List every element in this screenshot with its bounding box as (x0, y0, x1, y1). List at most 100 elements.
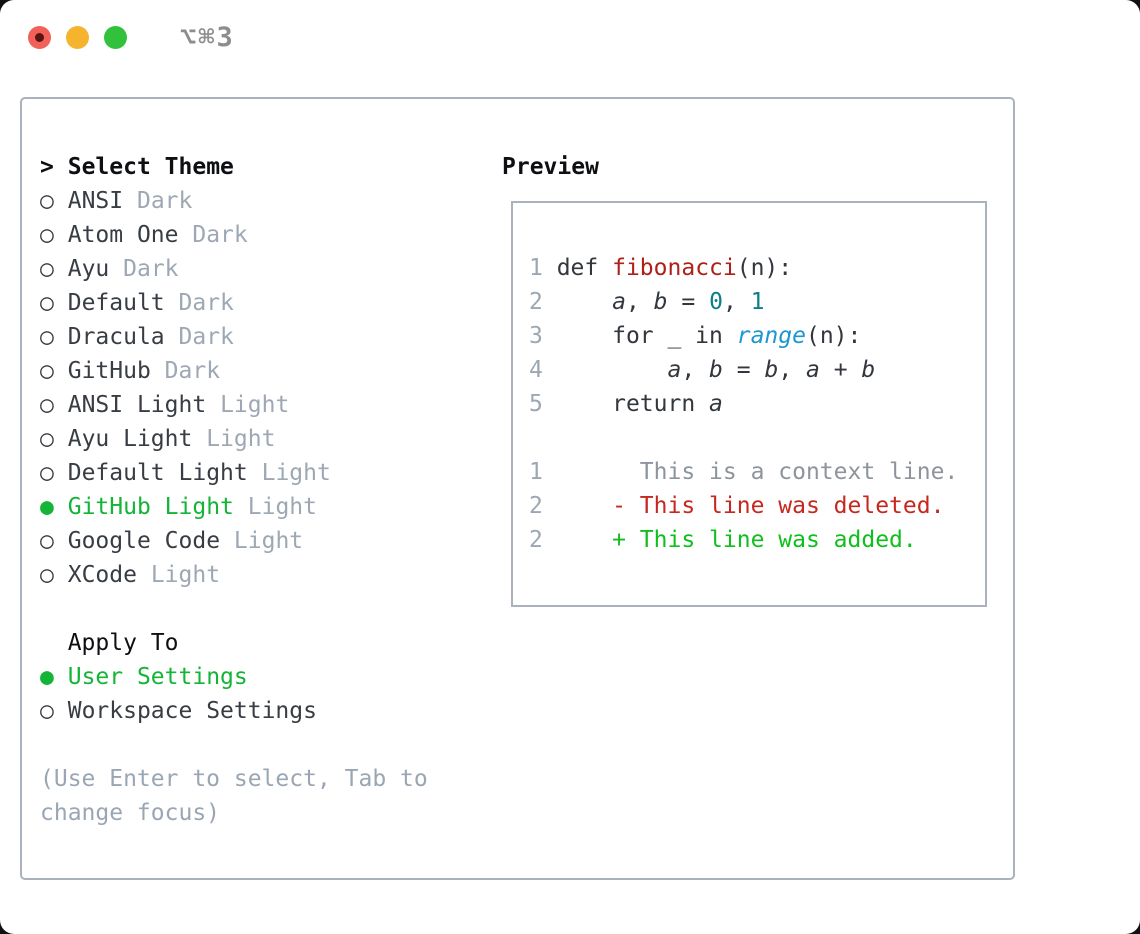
theme-option[interactable]: ○ GitHub Dark (40, 354, 485, 388)
theme-option[interactable]: ○ ANSI Light Light (40, 388, 485, 422)
radio-unselected-icon: ○ (40, 324, 54, 350)
code-token-variable: a (612, 289, 626, 315)
help-text: (Use Enter to select, Tab to change focu… (40, 766, 428, 826)
radio-unselected-icon: ○ (40, 528, 54, 554)
radio-unselected-icon: ○ (40, 358, 54, 384)
theme-name: Ayu Light (67, 426, 193, 452)
select-theme-title: Select Theme (67, 154, 234, 180)
select-theme-header: > Select Theme (40, 150, 485, 184)
radio-unselected-icon: ○ (40, 290, 54, 316)
prompt-cursor-icon: > (40, 154, 54, 180)
code-token-context: This is a context line. (542, 459, 959, 485)
line-number: 3 (529, 323, 543, 349)
code-token-code: (n): (736, 255, 793, 281)
theme-variant: Light (220, 392, 290, 418)
theme-option[interactable]: ○ Default Dark (40, 286, 485, 320)
code-token-code (543, 289, 612, 315)
code-token-code: , (722, 289, 751, 315)
theme-name: Atom One (67, 222, 179, 248)
theme-option[interactable]: ○ Dracula Dark (40, 320, 485, 354)
code-token-variable: a (806, 357, 820, 383)
apply-to-list: ● User Settings○ Workspace Settings (40, 660, 485, 728)
code-line: 1 This is a context line. (529, 455, 985, 489)
theme-name: Ayu (67, 256, 110, 282)
theme-variant: Dark (178, 324, 234, 350)
theme-name: XCode (67, 562, 137, 588)
code-token-code: , (681, 357, 710, 383)
window-zoom-button[interactable] (104, 26, 127, 49)
theme-list: ○ ANSI Dark○ Atom One Dark○ Ayu Dark○ De… (40, 184, 485, 592)
preview-header: Preview (502, 150, 987, 184)
theme-option[interactable]: ○ ANSI Dark (40, 184, 485, 218)
preview-title: Preview (502, 154, 599, 180)
theme-option[interactable]: ○ Ayu Dark (40, 252, 485, 286)
theme-variant: Light (206, 426, 276, 452)
code-token-literal: 0 (709, 289, 723, 315)
code-token-literal: 1 (750, 289, 765, 315)
spacer (40, 728, 485, 762)
apply-to-option[interactable]: ● User Settings (40, 660, 485, 694)
radio-unselected-icon: ○ (40, 188, 54, 214)
line-number: 1 (529, 255, 543, 281)
line-number: 2 (529, 527, 543, 553)
window-close-button[interactable] (28, 26, 51, 49)
line-number: 2 (529, 493, 543, 519)
code-line: 2 - This line was deleted. (529, 489, 985, 523)
code-token-variable: b (861, 357, 876, 383)
window-minimize-button[interactable] (66, 26, 89, 49)
line-number: 4 (529, 357, 543, 383)
code-token-variable: b (709, 357, 723, 383)
code-token-variable: b (764, 357, 779, 383)
theme-variant: Light (261, 460, 331, 486)
code-line: 2 a, b = 0, 1 (529, 285, 985, 319)
radio-selected-icon: ● (40, 494, 54, 520)
code-token-code: def (542, 255, 613, 281)
code-token-added: + This line was added. (542, 527, 917, 553)
theme-option[interactable]: ○ XCode Light (40, 558, 485, 592)
code-token-code: = (667, 289, 710, 315)
window-title: ⌥⌘3 (180, 22, 235, 53)
window-titlebar: ⌥⌘3 (0, 0, 1140, 97)
apply-to-option-label: User Settings (67, 664, 248, 690)
theme-picker-panel: > Select Theme ○ ANSI Dark○ Atom One Dar… (20, 97, 1015, 880)
theme-name: GitHub (67, 358, 151, 384)
radio-unselected-icon: ○ (40, 698, 54, 724)
spacer (40, 592, 485, 626)
radio-unselected-icon: ○ (40, 256, 54, 282)
code-token-variable: b (653, 289, 668, 315)
apply-to-option[interactable]: ○ Workspace Settings (40, 694, 485, 728)
recording-dot-icon (35, 33, 44, 42)
apply-to-header: Apply To (40, 626, 485, 660)
theme-option[interactable]: ○ Atom One Dark (40, 218, 485, 252)
code-line: 2 + This line was added. (529, 523, 985, 557)
code-line: 3 for _ in range(n): (529, 319, 985, 353)
theme-name: Google Code (67, 528, 221, 554)
code-line: 4 a, b = b, a + b (529, 353, 985, 387)
code-token-function: fibonacci (612, 255, 737, 281)
theme-name: ANSI (67, 188, 124, 214)
radio-unselected-icon: ○ (40, 562, 54, 588)
theme-variant: Dark (192, 222, 248, 248)
code-token-code: , (778, 357, 807, 383)
theme-option[interactable]: ○ Google Code Light (40, 524, 485, 558)
theme-name: GitHub Light (67, 494, 234, 520)
code-token-builtin: range (736, 323, 806, 349)
theme-option[interactable]: ● GitHub Light Light (40, 490, 485, 524)
theme-option[interactable]: ○ Ayu Light Light (40, 422, 485, 456)
line-number: 1 (529, 459, 543, 485)
apply-to-title: Apply To (67, 630, 179, 656)
theme-variant: Dark (164, 358, 221, 384)
theme-option[interactable]: ○ Default Light Light (40, 456, 485, 490)
code-token-code: + (819, 357, 862, 383)
code-token-deleted: - This line was deleted. (542, 493, 945, 519)
code-token-code: , (625, 289, 654, 315)
code-token-code (543, 357, 668, 383)
line-number: 2 (529, 289, 543, 315)
code-token-code: for _ in (542, 323, 737, 349)
theme-variant: Dark (123, 256, 179, 282)
theme-name: Dracula (67, 324, 165, 350)
code-token-code: = (722, 357, 765, 383)
theme-name: Default Light (67, 460, 248, 486)
